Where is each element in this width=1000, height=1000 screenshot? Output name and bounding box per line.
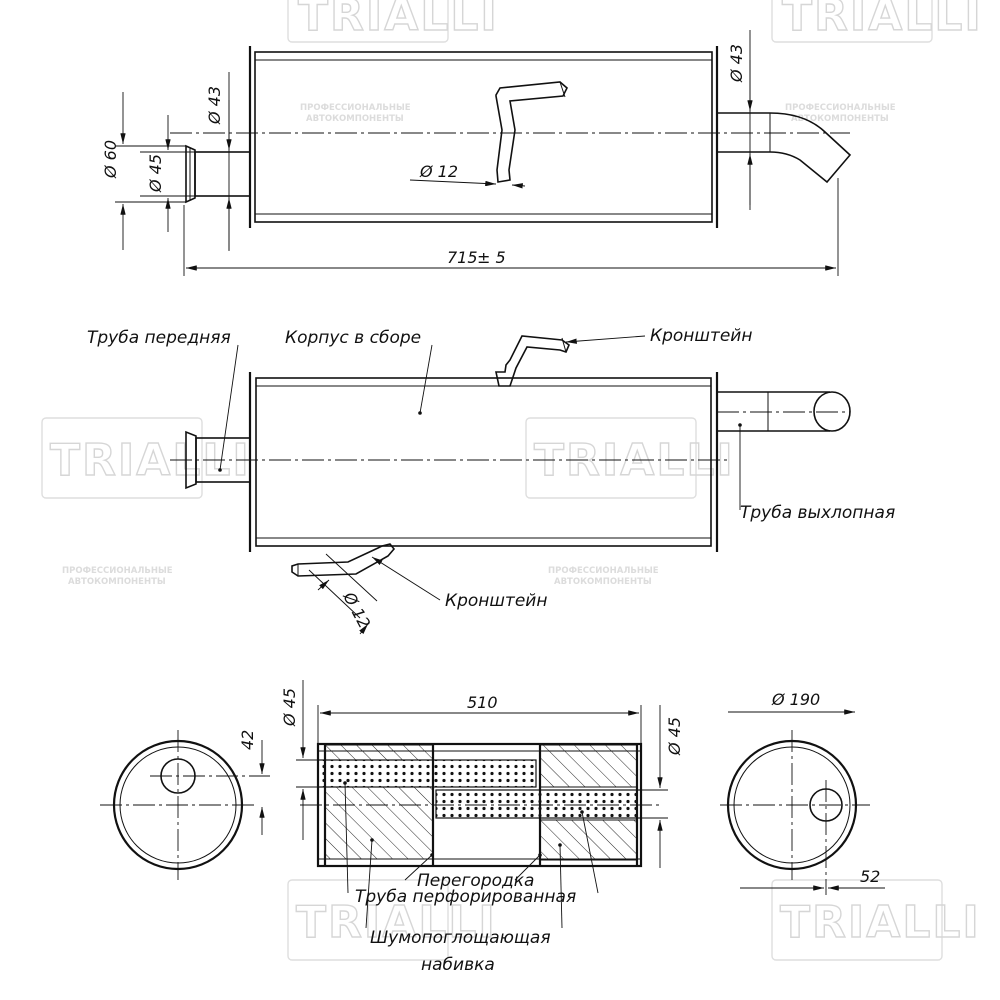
watermark-tagline: ПРОФЕССИОНАЛЬНЫЕ xyxy=(785,103,896,113)
section-view: 42 510 xyxy=(100,680,885,975)
front-pipe xyxy=(185,430,251,490)
watermark-tagline: ПРОФЕССИОНАЛЬНЫЕ xyxy=(300,103,411,113)
muffler-body xyxy=(254,51,713,223)
svg-text:TRIALLI: TRIALLI xyxy=(782,0,983,41)
svg-text:TRIALLI: TRIALLI xyxy=(780,897,981,948)
dim-d45-flange: Ø 45 xyxy=(146,154,165,193)
dim-d45-section-left: Ø 45 xyxy=(280,688,299,727)
label-sound-absorbing-1: Шумопоглощающая xyxy=(370,928,551,948)
svg-text:TRIALLI: TRIALLI xyxy=(298,0,499,41)
label-exhaust-pipe: Труба выхлопная xyxy=(740,503,895,523)
dim-overall-length: 715 xyxy=(447,248,478,267)
bracket-top-view xyxy=(495,81,568,183)
dim-d12-side: Ø 12 xyxy=(339,588,374,631)
watermark-logo: TRIALLI xyxy=(771,879,981,961)
watermark-logo: TRIALLI xyxy=(41,417,251,499)
label-baffle: Перегородка xyxy=(417,871,534,891)
watermark-logo: TRIALLI xyxy=(525,417,735,499)
muffler-body xyxy=(255,377,712,547)
watermark-tagline: ПРОФЕССИОНАЛЬНЫЕ xyxy=(62,566,173,576)
dim-d190: Ø 190 xyxy=(771,690,820,709)
dim-d60: Ø 60 xyxy=(101,140,120,179)
label-bracket-top: Кронштейн xyxy=(650,326,752,346)
watermark-logo: TRIALLI xyxy=(287,879,497,961)
top-view: Ø 43 Ø 60 Ø 45 Ø 12 Ø 43 715 ± 5 xyxy=(101,30,852,276)
dim-d12-top: Ø 12 xyxy=(419,162,458,181)
watermark-logo: TRIALLI xyxy=(287,0,499,43)
bracket-top xyxy=(495,335,570,387)
outlet-pipe xyxy=(717,112,852,184)
label-bracket-bottom: Кронштейн xyxy=(445,591,547,611)
watermark-tagline: АВТОКОМПОНЕНТЫ xyxy=(791,114,889,124)
svg-text:TRIALLI: TRIALLI xyxy=(296,897,497,948)
cutaway-body xyxy=(300,742,660,868)
watermark-tagline: АВТОКОМПОНЕНТЫ xyxy=(68,577,166,587)
dim-d45-section-right: Ø 45 xyxy=(665,717,684,756)
dim-offset-52: 52 xyxy=(860,867,880,886)
dim-length-510: 510 xyxy=(467,693,498,712)
end-view-right: Ø 190 52 xyxy=(720,690,885,895)
dim-overall-tolerance: ± 5 xyxy=(477,248,506,267)
label-perforated-pipe: Труба перфорированная xyxy=(355,887,576,907)
exhaust-pipe xyxy=(717,391,851,432)
svg-text:TRIALLI: TRIALLI xyxy=(534,435,735,486)
dim-d43-outlet: Ø 43 xyxy=(727,44,746,83)
watermark-logo: TRIALLI xyxy=(771,0,983,43)
label-front-pipe: Труба передняя xyxy=(87,328,231,348)
label-body-assembly: Корпус в сборе xyxy=(285,328,421,348)
dim-offset-42: 42 xyxy=(238,730,257,750)
watermark-tagline: АВТОКОМПОНЕНТЫ xyxy=(306,114,404,124)
inlet-pipe xyxy=(185,144,251,204)
svg-text:TRIALLI: TRIALLI xyxy=(50,435,251,486)
side-view: Ø 12 Труба передняя Корпус в сборе Кронш… xyxy=(87,326,895,635)
label-sound-absorbing-2: набивка xyxy=(421,955,495,975)
dim-d43-inlet: Ø 43 xyxy=(205,86,224,125)
watermark-tagline: ПРОФЕССИОНАЛЬНЫЕ xyxy=(548,566,659,576)
watermark-tagline: АВТОКОМПОНЕНТЫ xyxy=(554,577,652,587)
end-view-left: 42 xyxy=(100,730,270,880)
bracket-bottom xyxy=(291,543,396,577)
watermarks: TRIALLI TRIALLI TRIALLI TRIALLI TRIALLI … xyxy=(41,0,983,961)
